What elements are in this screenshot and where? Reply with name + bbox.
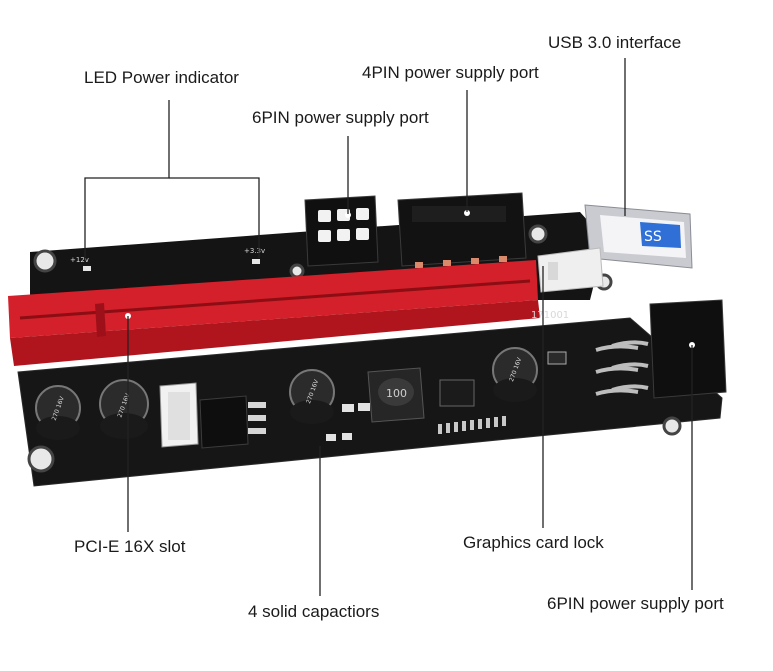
callout-solid-capacitors: 4 solid capactiors [248,602,380,621]
ffc-connector [159,382,199,448]
smd-pad-row [438,416,506,434]
usb-ss-logo: SS [644,229,662,245]
capacitor-4: 270 16V [492,347,538,402]
graphics-card-lock [537,247,604,293]
smd-resistor-1 [342,404,354,412]
inductor-marking: 100 [386,387,407,400]
leader-led [84,100,170,260]
solid-capacitors: 270 16V 270 16V 270 16V 270 16V [35,347,538,440]
callout-pcie-16x-slot: PCI-E 16X slot [74,537,186,556]
silk-3v3-label: +3.3v [244,247,265,255]
led-3v3 [252,259,260,264]
silk-model-number: 171001 [531,310,569,321]
smd-resistor-4 [342,433,352,440]
smd-resistor-3 [326,434,336,441]
capacitor-3: 270 16V [289,369,335,424]
inductor-coil: 100 [367,367,425,423]
led-12v [83,266,91,271]
smd-diode [547,351,567,365]
six-pin-connector-bottom [595,299,727,399]
callout-6pin-power-port-top: 6PIN power supply port [252,108,429,127]
pcie-16x-slot [8,260,540,366]
leader-lines [84,58,693,596]
ic-chip-1 [439,379,475,407]
six-pin-connector-top [304,195,379,267]
callout-4pin-power-port: 4PIN power supply port [362,63,539,82]
smd-resistor-2 [358,403,370,411]
four-pin-molex-connector [397,192,527,268]
callout-graphics-card-lock: Graphics card lock [463,533,604,552]
capacitor-1: 270 16V [35,385,81,440]
voltage-regulator [199,395,266,449]
silk-12v-label: +12v [70,256,89,264]
leader-led-right [169,177,260,258]
capacitor-2: 270 16V [99,379,149,439]
callout-led-power-indicator: LED Power indicator [84,68,239,87]
usb3-port: SS [584,204,693,269]
callout-usb-interface: USB 3.0 interface [548,33,682,52]
callout-6pin-power-port-bottom: 6PIN power supply port [547,594,724,613]
